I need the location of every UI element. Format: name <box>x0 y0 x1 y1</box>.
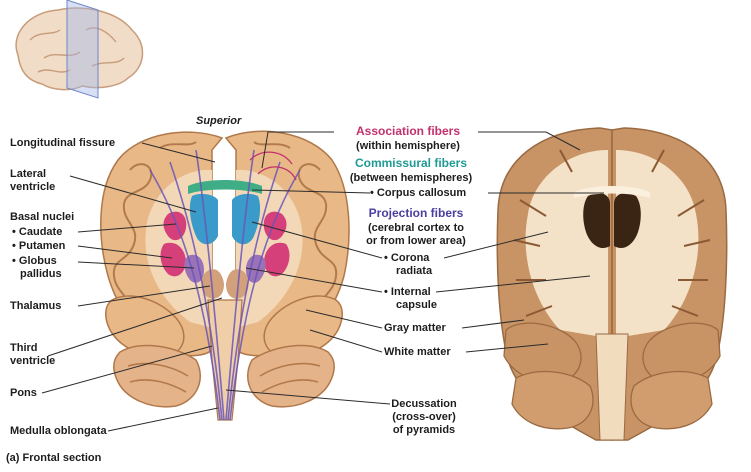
label-lateral-ventricle-line2: ventricle <box>10 181 55 194</box>
label-globus-line2: pallidus <box>20 268 62 281</box>
label-thalamus: Thalamus <box>10 300 61 313</box>
label-medulla-oblongata: Medulla oblongata <box>10 425 107 438</box>
label-decussation-line1: Decussation <box>374 398 474 411</box>
label-commissural-fibers: Commissural fibers <box>338 157 484 170</box>
figure-caption: (a) Frontal section <box>6 452 101 465</box>
label-basal-nuclei: Basal nuclei <box>10 211 74 224</box>
label-putamen: • Putamen <box>12 240 65 253</box>
label-corona-line1: • Corona <box>384 252 429 265</box>
label-projection-sub-line2: or from lower area) <box>346 235 486 248</box>
label-decussation-line2: (cross-over) <box>374 411 474 424</box>
label-lateral-ventricle-line1: Lateral <box>10 168 46 181</box>
illustrated-brain-section <box>101 131 349 420</box>
label-commissural-sub: (between hemispheres) <box>338 172 484 185</box>
label-internal-capsule-line2: capsule <box>396 299 437 312</box>
label-corona-line2: radiata <box>396 265 432 278</box>
label-third-ventricle-line1: Third <box>10 342 38 355</box>
label-pons: Pons <box>10 387 37 400</box>
label-association-fibers: Association fibers <box>338 125 478 138</box>
label-decussation-line3: of pyramids <box>374 424 474 437</box>
label-gray-matter: Gray matter <box>384 322 446 335</box>
label-internal-capsule-line1: • Internal <box>384 286 431 299</box>
label-longitudinal-fissure: Longitudinal fissure <box>10 137 115 150</box>
label-projection-fibers: Projection fibers <box>346 207 486 220</box>
label-third-ventricle-line2: ventricle <box>10 355 55 368</box>
photo-brain-section <box>497 128 726 440</box>
label-caudate: • Caudate <box>12 226 62 239</box>
label-white-matter: White matter <box>384 346 451 359</box>
label-corpus-callosum: • Corpus callosum <box>370 187 466 200</box>
label-globus-line1: • Globus <box>12 255 57 268</box>
label-association-sub: (within hemisphere) <box>338 140 478 153</box>
thumbnail-brain-icon <box>16 0 142 98</box>
orientation-superior: Superior <box>196 115 241 128</box>
label-projection-sub-line1: (cerebral cortex to <box>346 222 486 235</box>
